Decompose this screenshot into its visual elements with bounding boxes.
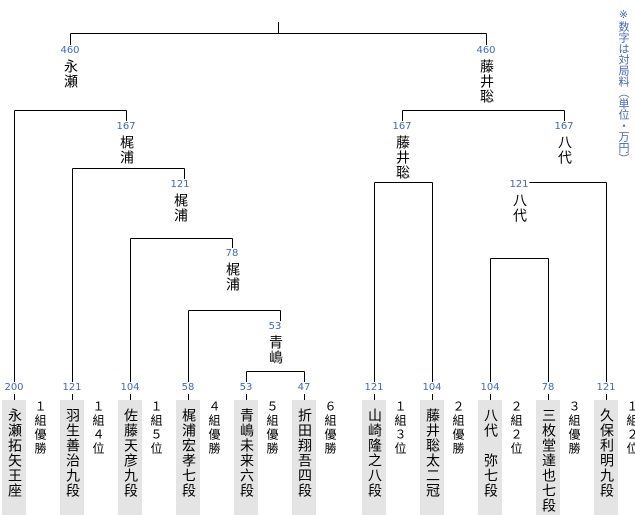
match-fee: 460 <box>475 45 497 57</box>
match-fee: 53 <box>267 321 283 333</box>
match-winner: 八代 <box>511 193 527 223</box>
player-fee: 58 <box>180 382 196 394</box>
match-fee: 460 <box>59 45 81 57</box>
player-name-box[interactable] <box>536 400 560 515</box>
player-name: 藤井聡太二冠 <box>424 408 440 498</box>
player-name-box[interactable] <box>292 400 316 515</box>
player-name: 三枚堂達也七段 <box>540 408 556 513</box>
player-fee: 121 <box>363 382 385 394</box>
match-fee: 78 <box>224 248 240 260</box>
player-name: 羽生善治九段 <box>64 408 80 498</box>
player-fee: 53 <box>238 382 254 394</box>
player-group-result: ３組優勝 <box>567 400 581 456</box>
player-fee: 78 <box>540 382 556 394</box>
player-group-result: ２組優勝 <box>451 400 465 456</box>
match-winner: 藤井聡 <box>478 59 494 104</box>
match-winner: 八代 <box>556 135 572 165</box>
player-name-box[interactable] <box>60 400 84 515</box>
player-name: 久保利明九段 <box>598 408 614 498</box>
player-name-box[interactable] <box>2 400 26 515</box>
player-fee: 121 <box>61 382 83 394</box>
player-name-box[interactable] <box>594 400 618 515</box>
match-fee: 167 <box>115 121 137 133</box>
player-name: 青嶋未来六段 <box>238 408 254 498</box>
match-winner: 永瀬 <box>62 59 78 89</box>
player-name: 八代 弥七段 <box>482 408 498 498</box>
match-fee: 121 <box>508 179 530 191</box>
player-group-result: １組優勝 <box>33 400 47 456</box>
player-fee: 47 <box>296 382 312 394</box>
match-winner: 藤井聡 <box>394 135 410 180</box>
player-fee: 104 <box>119 382 141 394</box>
player-group-result: １組３位 <box>393 400 407 456</box>
player-fee: 104 <box>421 382 443 394</box>
player-name: 永瀬拓矢王座 <box>6 408 22 498</box>
player-name: 佐藤天彦九段 <box>122 408 138 498</box>
player-fee: 104 <box>479 382 501 394</box>
player-name-box[interactable] <box>362 400 386 515</box>
fee-note: ※数字は対局料（単位・万円） <box>617 8 630 164</box>
match-winner: 青嶋 <box>267 335 283 365</box>
player-fee: 200 <box>3 382 25 394</box>
player-name: 山崎隆之八段 <box>366 408 382 498</box>
player-name-box[interactable] <box>234 400 258 515</box>
match-winner: 梶浦 <box>172 193 188 223</box>
player-fee: 121 <box>595 382 617 394</box>
player-name-box[interactable] <box>118 400 142 515</box>
player-group-result: ４組優勝 <box>207 400 221 456</box>
player-group-result: ６組優勝 <box>323 400 337 456</box>
match-fee: 167 <box>553 121 575 133</box>
player-name: 折田翔吾四段 <box>296 408 312 498</box>
player-group-result: ２組２位 <box>509 400 523 456</box>
player-name-box[interactable] <box>478 400 502 515</box>
player-name: 梶浦宏孝七段 <box>180 408 196 498</box>
match-winner: 梶浦 <box>118 135 134 165</box>
player-name-box[interactable] <box>176 400 200 515</box>
player-group-result: １組５位 <box>149 400 163 456</box>
match-fee: 121 <box>169 179 191 191</box>
player-group-result: １組２位 <box>625 400 635 456</box>
match-fee: 167 <box>391 121 413 133</box>
player-name-box[interactable] <box>420 400 444 515</box>
match-winner: 梶浦 <box>224 262 240 292</box>
player-group-result: １組４位 <box>91 400 105 456</box>
player-group-result: ５組優勝 <box>265 400 279 456</box>
